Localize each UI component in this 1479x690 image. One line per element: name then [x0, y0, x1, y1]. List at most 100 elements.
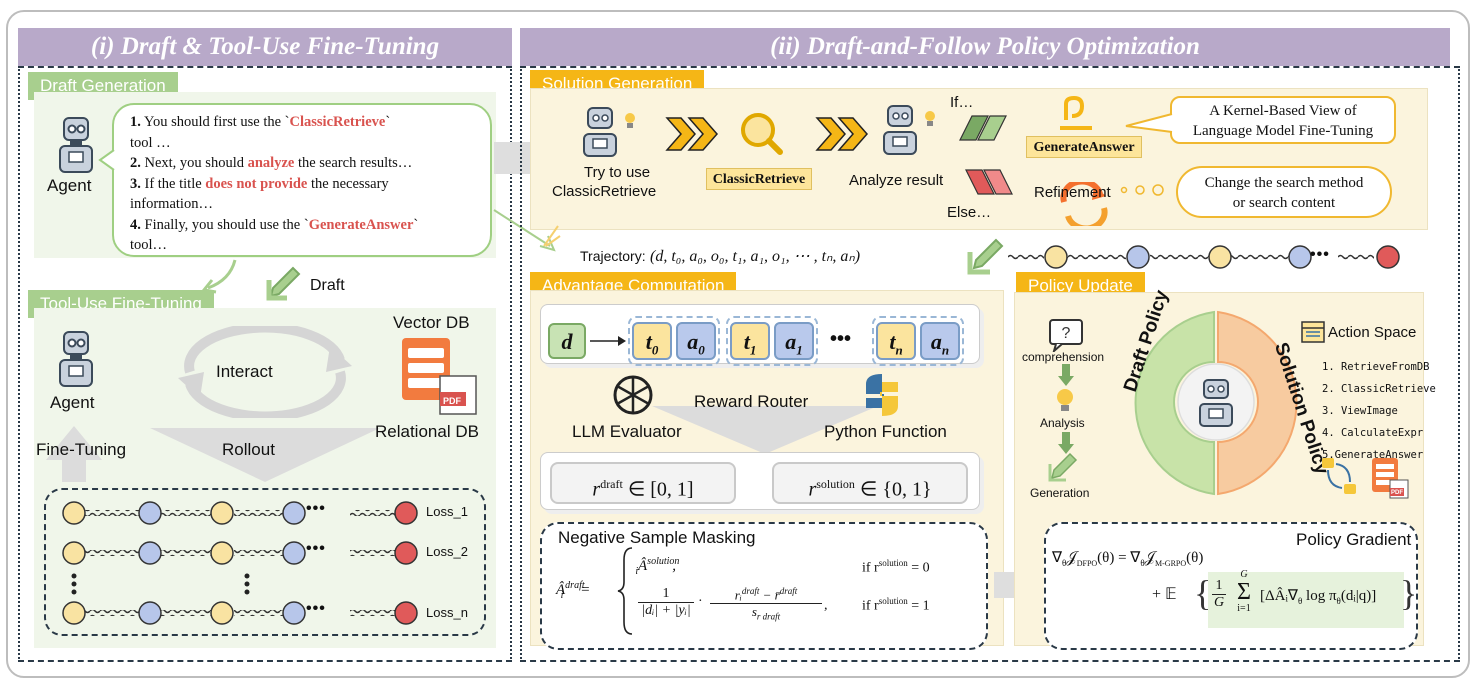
- token-d: d: [548, 323, 586, 359]
- chain-ellipsis-2: •••: [306, 540, 326, 557]
- try-label-2: ClassicRetrieve: [552, 183, 657, 200]
- case-2-frac-1: 1 |dᵢ| + |yᵢ|: [638, 586, 694, 619]
- try-label-1: Try to use: [584, 164, 651, 181]
- generation-pencil-icon: [1048, 452, 1078, 482]
- relational-db-label: Relational DB: [375, 422, 479, 441]
- step-3: 3. If the title does not provide the nec…: [130, 175, 389, 192]
- draft-bubble: [112, 103, 492, 257]
- svg-text:?: ?: [1062, 325, 1071, 342]
- figure-frame: [6, 10, 1470, 678]
- trajectory-ellipsis: •••: [1310, 246, 1330, 263]
- case-2-dot: ·: [698, 594, 703, 609]
- step-1-cont: tool …: [130, 134, 171, 151]
- token-group-0: [628, 316, 720, 366]
- action-list: 1. RetrieveFromDB 2. ClassicRetrieve 3. …: [1322, 356, 1436, 466]
- case-2-condition: if rsolution = 1: [862, 596, 930, 614]
- gradient-sum: G Σ i=1: [1237, 569, 1251, 614]
- gradient-body: [ΔÂᵢ∇θ log πθ(dᵢ|q)]: [1260, 588, 1377, 606]
- policy-semicircles: [1134, 310, 1298, 496]
- green-branch-chevron: [959, 115, 1007, 141]
- refinement-cloud: Change the search method or search conte…: [1176, 166, 1392, 218]
- step-2: 2. Next, you should analyze the search r…: [130, 155, 413, 171]
- comprehension-label: comprehension: [1022, 350, 1105, 364]
- loss-n-label: Loss_n: [426, 605, 468, 620]
- agent-robot-icon-2: [59, 331, 93, 387]
- solution-reward-range: rsolution ∈ {0, 1}: [772, 462, 968, 504]
- left-panel-title: (i) Draft & Tool-Use Fine-Tuning: [18, 28, 512, 66]
- token-t0: t0: [632, 322, 672, 360]
- chain-ellipsis-1: •••: [306, 500, 326, 517]
- token-arrow: [590, 336, 626, 346]
- thought-dots: [1120, 184, 1164, 196]
- token-t1: t1: [730, 322, 770, 360]
- trajectory-label: Trajectory:: [580, 248, 646, 264]
- agent-robot-icon: [59, 117, 93, 173]
- finetuning-label: Fine-Tuning: [36, 440, 127, 459]
- agent-label: Agent: [47, 176, 92, 195]
- trajectory-pencil-icon: [967, 238, 1004, 275]
- if-label: If…: [950, 94, 974, 111]
- rollout-label: Rollout: [222, 440, 275, 459]
- action-cycle-icon: [1322, 458, 1356, 494]
- finetuning-arrow: [46, 426, 102, 482]
- pdf-icon: PDF: [443, 396, 461, 406]
- vector-db-label: Vector DB: [393, 313, 470, 332]
- pdf-icon-2: PDF: [1391, 490, 1403, 496]
- cloud-line-1: Change the search method: [1204, 175, 1364, 191]
- draft-label: Draft: [310, 277, 345, 294]
- router-arrow: [652, 406, 878, 454]
- answer-icon: [1060, 95, 1092, 130]
- generate-answer-chip: GenerateAnswer: [1026, 136, 1142, 158]
- token-an: an: [920, 322, 960, 360]
- case-1: Âsolutioni,: [635, 556, 680, 577]
- token-ellipsis: •••: [830, 328, 852, 350]
- python-function-label: Python Function: [824, 422, 947, 441]
- action-item: 3. ViewImage: [1322, 405, 1398, 417]
- trajectory-chain: [1008, 245, 1400, 269]
- cases-brace: [617, 547, 633, 635]
- magnifier-icon: [741, 113, 783, 155]
- agent-label-2: Agent: [50, 393, 95, 412]
- refinement-label: Refinement: [1034, 184, 1111, 201]
- classic-retrieve-chip: ClassicRetrieve: [706, 168, 812, 190]
- trajectory-arrow: [493, 209, 556, 252]
- left-panel: [18, 66, 512, 662]
- loss-1-label: Loss_1: [426, 504, 468, 519]
- rollout-arrow: [150, 428, 380, 482]
- step-arrow-2: [1058, 432, 1074, 454]
- masking-box: [540, 522, 988, 650]
- question-bubble-icon: ?: [1049, 319, 1083, 352]
- llm-logo-icon: [613, 375, 653, 415]
- gradient-brace: {: [1194, 573, 1212, 613]
- token-tn: tn: [876, 322, 916, 360]
- token-a1: a1: [774, 322, 814, 360]
- case-2-frac-2: rᵢdraft − r̄draft sr draft: [710, 586, 822, 622]
- callout-line-1: A Kernel-Based View of: [1209, 103, 1357, 119]
- loss-2-label: Loss_2: [426, 544, 468, 559]
- chain-ellipsis-3: •••: [306, 600, 326, 617]
- rollout-chains: [62, 501, 418, 625]
- action-space-icon: [1301, 321, 1325, 343]
- gradient-line-1: ∇θ𝒥DFPO(θ) = ∇θ𝒥M-GRPO(θ): [1052, 550, 1204, 568]
- generation-label: Generation: [1030, 486, 1090, 500]
- bubble-pointer: [98, 149, 115, 171]
- step-1: 1. You should first use the `ClassicRetr…: [130, 114, 391, 130]
- reward-router-label: Reward Router: [694, 392, 809, 411]
- step-3-cont: information…: [130, 196, 213, 212]
- gradient-brace-close: }: [1400, 573, 1418, 613]
- action-space-title: Action Space: [1328, 324, 1417, 341]
- step-4-cont: tool…: [130, 237, 168, 253]
- trajectory-sparkle-icon: [543, 225, 561, 247]
- database-pdf-icon: [1372, 458, 1409, 499]
- action-item: 1. RetrieveFromDB: [1322, 361, 1430, 373]
- gradient-line-2-prefix: + 𝔼: [1152, 586, 1177, 603]
- draft-steps: 1. You should first use the `ClassicRetr…: [130, 112, 490, 256]
- action-item: 4. CalculateExpr: [1322, 427, 1424, 439]
- gradient-highlight: [1208, 572, 1404, 628]
- else-label: Else…: [947, 204, 992, 221]
- draft-pencil-icon: [266, 266, 301, 301]
- step-4: 4. Finally, you should use the `Generate…: [130, 216, 419, 233]
- action-item: 5.GenerateAnswer: [1322, 449, 1424, 461]
- double-chevron-icon: [665, 117, 718, 151]
- cloud-line-2: or search content: [1232, 195, 1336, 211]
